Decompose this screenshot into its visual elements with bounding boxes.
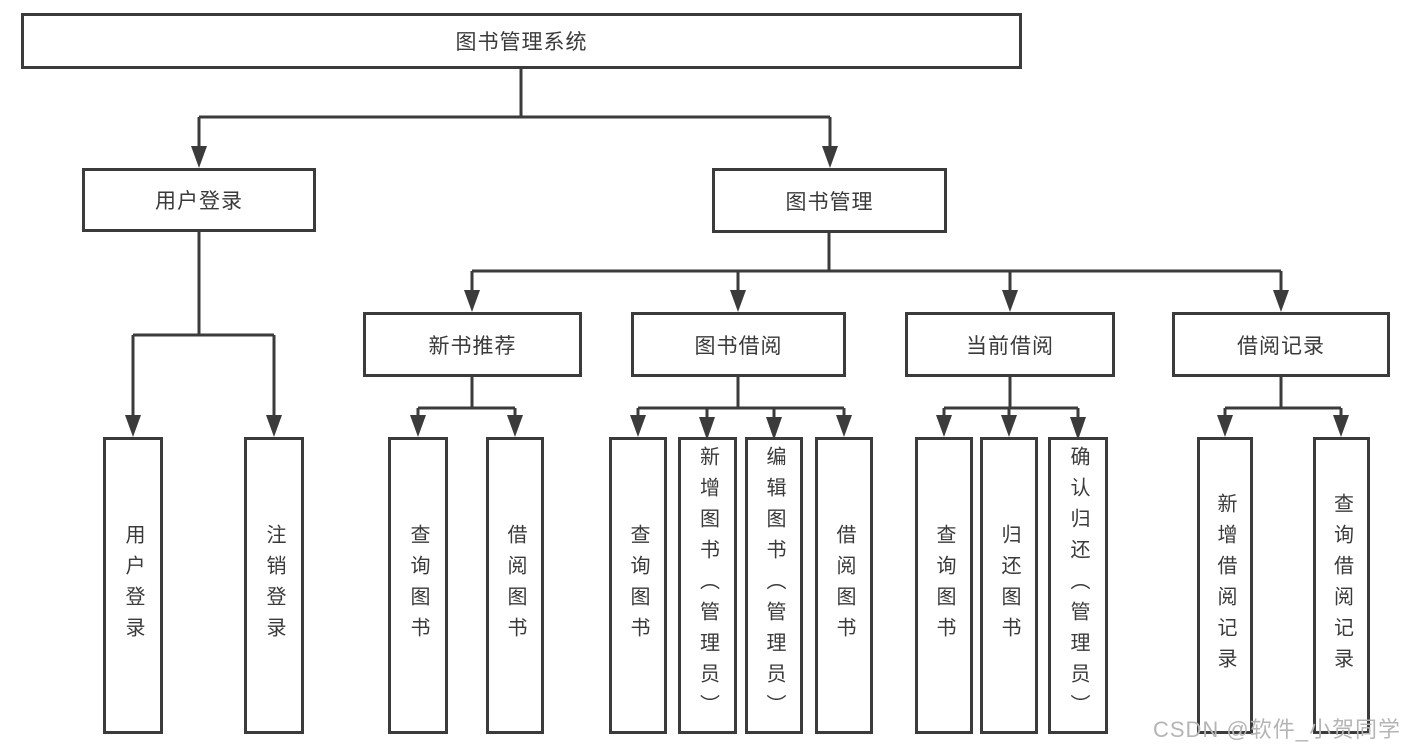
leaf-query-books-2: 查询图书 <box>609 437 667 734</box>
leaf-return-books: 归还图书 <box>980 437 1038 734</box>
node-label: 当前借阅 <box>966 334 1054 358</box>
node-label: 图书管理系统 <box>455 31 588 54</box>
leaf-add-borrow-record: 新增借阅记录 <box>1197 437 1253 734</box>
node-new-book-rec: 新书推荐 <box>363 312 582 377</box>
node-label: 借阅图书 <box>833 523 855 648</box>
leaf-user-login: 用户登录 <box>103 437 163 734</box>
leaf-query-books-3: 查询图书 <box>915 437 973 734</box>
watermark: CSDN @软件_小贺同学 <box>1152 717 1401 742</box>
node-label: 借阅记录 <box>1237 334 1325 358</box>
connector-current-borrow-children <box>936 377 1086 440</box>
node-label: 借阅图书 <box>504 523 526 648</box>
node-label: 查询图书 <box>627 523 649 648</box>
leaf-add-books-admin: 新增图书（管理员） <box>678 437 737 734</box>
node-label: 归还图书 <box>998 523 1020 648</box>
connector-borrow-records-children <box>1217 377 1349 437</box>
node-label: 查询借阅记录 <box>1330 492 1353 679</box>
node-label: 查询图书 <box>407 523 429 648</box>
leaf-edit-books-admin: 编辑图书（管理员） <box>745 437 803 734</box>
node-label: 查询图书 <box>933 523 955 648</box>
node-label: 图书管理 <box>785 190 874 214</box>
leaf-query-borrow-record: 查询借阅记录 <box>1313 437 1370 734</box>
node-current-borrow: 当前借阅 <box>905 312 1115 377</box>
node-book-mgmt: 图书管理 <box>712 168 947 233</box>
node-label: 用户登录 <box>155 190 243 213</box>
leaf-borrow-books-2: 借阅图书 <box>815 437 873 734</box>
leaf-confirm-return-admin: 确认归还（管理员） <box>1048 437 1108 734</box>
node-label: 注销登录 <box>263 523 285 648</box>
node-label: 新书推荐 <box>428 334 517 358</box>
connector-user-login-children <box>125 232 282 437</box>
node-label: 新增借阅记录 <box>1214 492 1236 679</box>
connector-root-to-level2 <box>191 68 838 168</box>
node-borrow-records: 借阅记录 <box>1172 312 1390 377</box>
node-label: 确认归还（管理员） <box>1067 446 1089 725</box>
connector-book-mgmt-sections <box>464 233 1289 312</box>
node-user-login: 用户登录 <box>82 168 316 232</box>
connector-book-borrow-children <box>630 377 852 440</box>
connector-new-book-children <box>410 377 523 437</box>
node-label: 编辑图书（管理员） <box>763 446 785 725</box>
leaf-borrow-books-1: 借阅图书 <box>486 437 544 734</box>
leaf-query-books-1: 查询图书 <box>388 437 448 734</box>
leaf-logout: 注销登录 <box>244 437 304 734</box>
node-root: 图书管理系统 <box>21 13 1022 69</box>
node-label: 用户登录 <box>122 523 144 648</box>
node-book-borrow: 图书借阅 <box>631 312 846 377</box>
node-label: 图书借阅 <box>694 334 783 358</box>
node-label: 新增图书（管理员） <box>696 446 719 725</box>
